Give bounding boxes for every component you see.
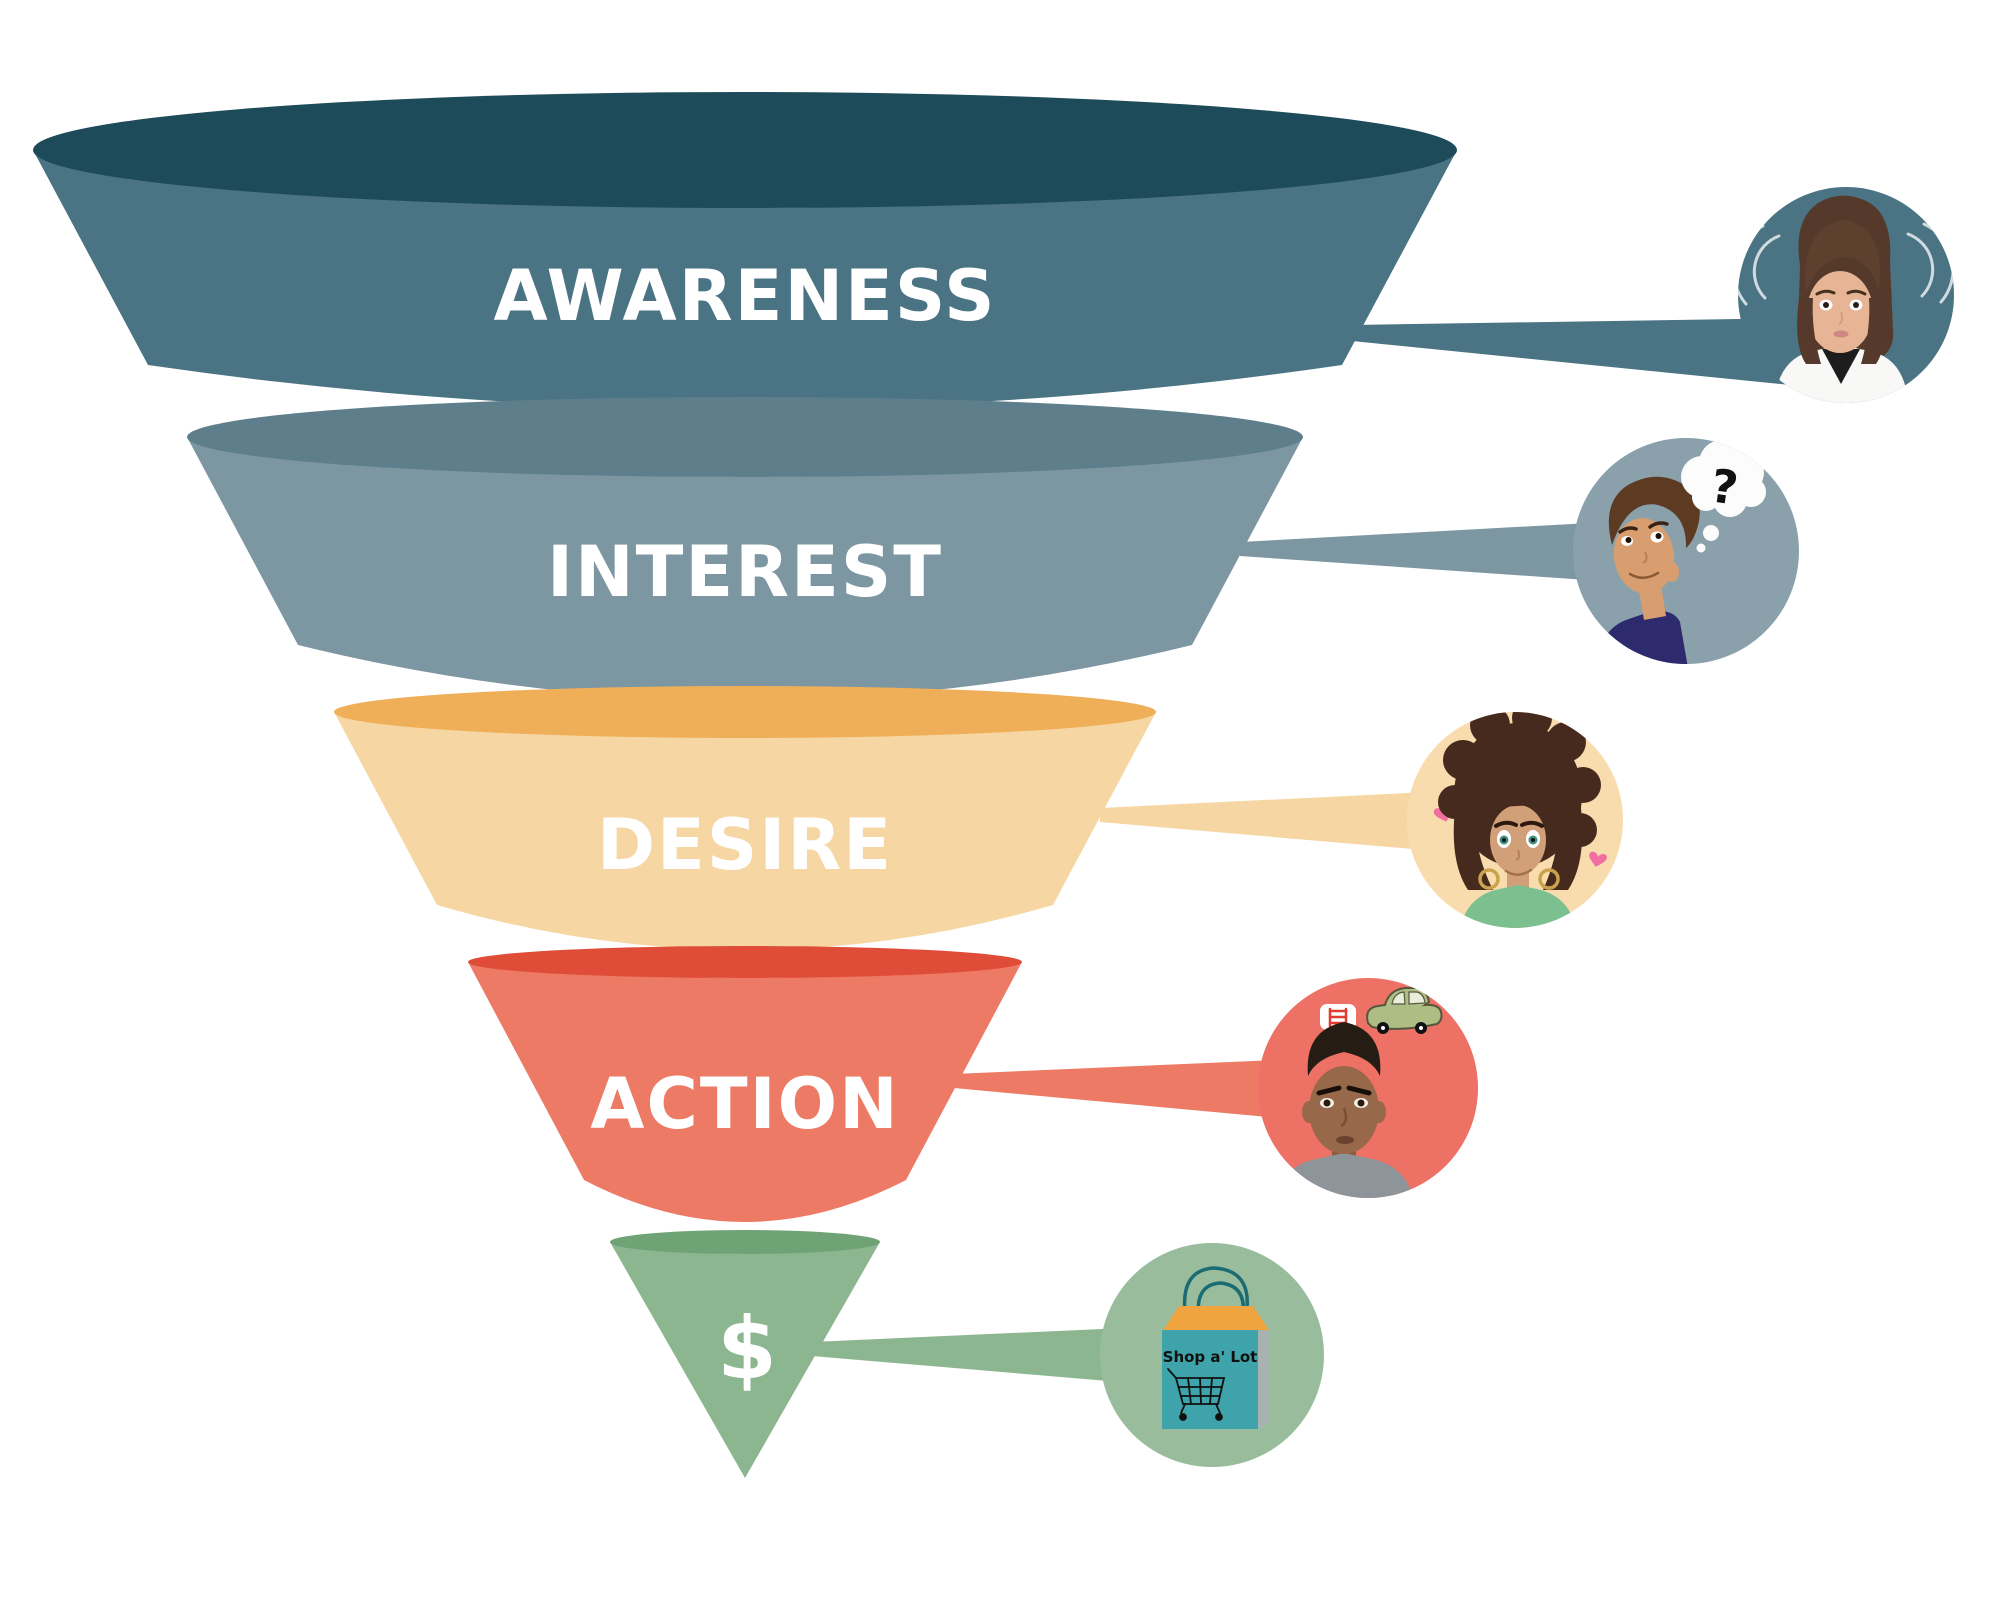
woman3-top	[1460, 885, 1576, 928]
funnel-top-opening-action	[468, 946, 1022, 978]
connector-interest	[1240, 520, 1645, 584]
bag-top-flap	[1162, 1306, 1269, 1332]
label-desire: DESIRE	[597, 804, 893, 886]
man2-eyes	[1621, 531, 1664, 546]
funnel-segment-purchase	[610, 1242, 880, 1478]
man4-nose	[1340, 1107, 1348, 1128]
funnel-segment-awareness	[33, 150, 1457, 409]
funnel-top-opening-interest	[187, 397, 1303, 477]
connector-desire	[1100, 790, 1470, 854]
bag-handles	[1182, 1266, 1249, 1321]
woman3-smile	[1504, 868, 1533, 876]
man2-smile	[1628, 571, 1660, 579]
persona-desire-illustration	[1433, 712, 1607, 928]
stage-interest: ? INTEREST	[187, 397, 1799, 700]
woman1-brows	[1815, 289, 1867, 296]
woman1-eyes	[1819, 299, 1863, 311]
persona-awareness-illustration	[1738, 195, 1954, 403]
man4-lips	[1336, 1136, 1354, 1144]
woman3-fringe	[1492, 796, 1546, 812]
man4-hair	[1307, 1022, 1381, 1076]
woman3-earring-right	[1538, 868, 1560, 890]
funnel-top-opening-purchase	[610, 1230, 880, 1254]
label-action: ACTION	[590, 1063, 899, 1145]
car-icon	[1366, 987, 1443, 1034]
label-awareness: AWARENESS	[493, 255, 996, 337]
connector-purchase	[812, 1326, 1168, 1386]
man4-eyes	[1320, 1098, 1368, 1108]
woman1-bangs	[1805, 220, 1881, 292]
stage-purchase: Shop a' Lot $	[610, 1230, 1324, 1478]
man4-brows	[1316, 1085, 1372, 1096]
woman1-lips	[1833, 330, 1849, 338]
persona-purchase-illustration: Shop a' Lot	[1162, 1266, 1269, 1429]
thought-bubble-icon	[1681, 440, 1766, 553]
stage-awareness: AWARENESS	[33, 92, 1954, 409]
bag-brand-text: Shop a' Lot	[1163, 1348, 1258, 1366]
woman3-earring-left	[1478, 868, 1500, 890]
funnel-segment-action	[468, 962, 1022, 1222]
bag-side	[1258, 1329, 1269, 1429]
woman3-brows	[1494, 820, 1544, 828]
woman1-hair-side-right	[1861, 298, 1885, 364]
man2-hair	[1608, 476, 1700, 548]
connector-action	[954, 1058, 1322, 1122]
woman1-inner-shirt	[1822, 349, 1860, 384]
woman1-hair-side-left	[1797, 298, 1821, 364]
persona-action-illustration	[1274, 987, 1443, 1198]
heart-icon-small-right	[1589, 851, 1607, 867]
man2-nose	[1642, 551, 1648, 564]
shopping-cart-icon	[1167, 1368, 1226, 1421]
label-interest: INTEREST	[547, 531, 943, 613]
shopping-bag-icon: Shop a' Lot	[1162, 1266, 1269, 1429]
connector-awareness	[1352, 318, 1800, 386]
stage-action: ACTION	[468, 946, 1478, 1222]
funnel-top-opening-desire	[334, 686, 1156, 738]
woman3-eyes	[1497, 830, 1540, 848]
woman3-nose	[1515, 849, 1521, 861]
funnel-top-opening-awareness	[33, 92, 1457, 208]
label-purchase: $	[717, 1299, 779, 1399]
man2-brows	[1618, 521, 1669, 534]
woman1-face	[1807, 271, 1873, 353]
funnel-segment-interest	[187, 437, 1303, 700]
woman3-hair	[1438, 712, 1601, 890]
stage-desire: DESIRE	[334, 686, 1623, 950]
funnel-segment-desire	[334, 712, 1156, 950]
woman1-nose	[1838, 311, 1844, 325]
bag-front	[1162, 1330, 1258, 1429]
